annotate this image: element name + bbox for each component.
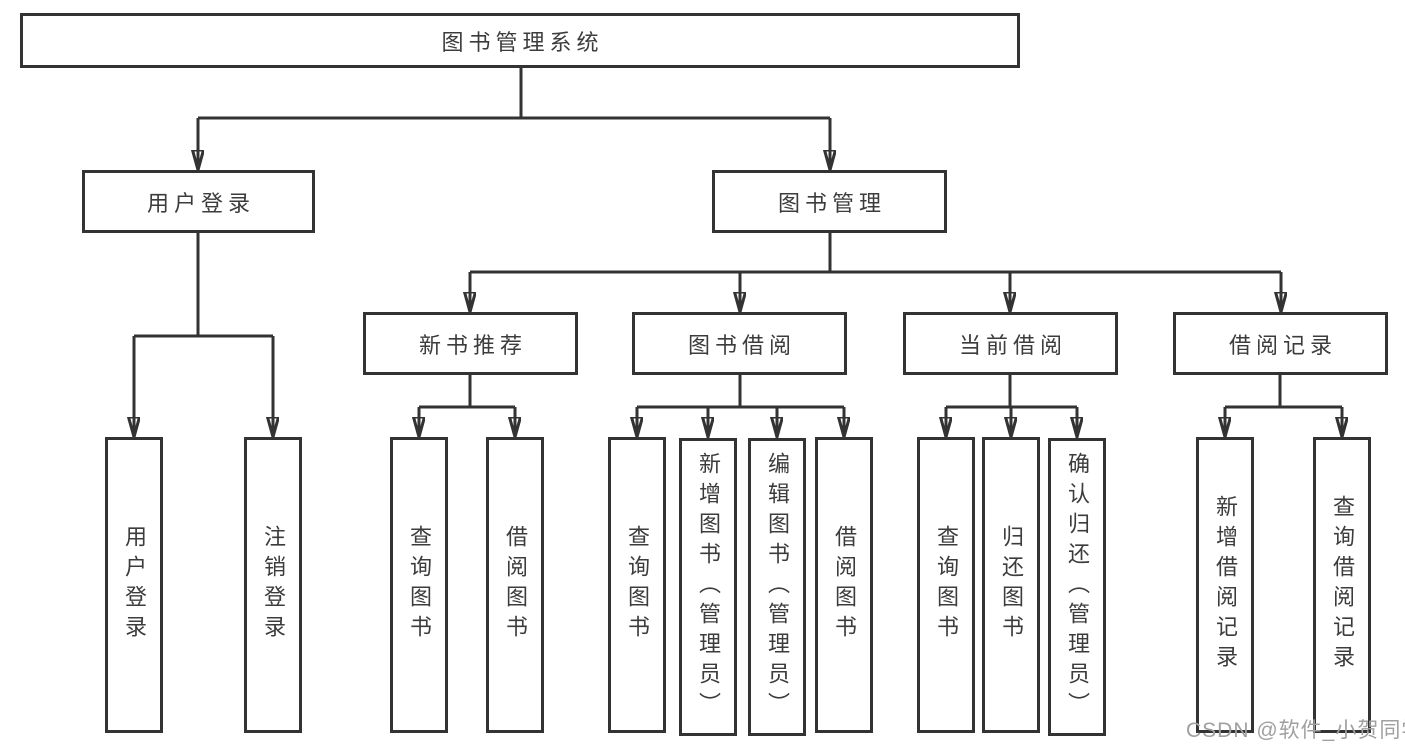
node-root-system: 图书管理系统 (20, 13, 1020, 68)
leaf-current-query-books: 查询图书 (917, 437, 975, 733)
node-new-book-recommend: 新书推荐 (363, 312, 578, 375)
node-new-book-recommend-label: 新书推荐 (418, 332, 527, 358)
leaf-recommend-query-books-label: 查询图书 (407, 525, 432, 645)
connector-current-borrow-branch (946, 375, 1077, 437)
node-current-borrow-label: 当前借阅 (958, 332, 1067, 358)
leaf-borrow-query-books: 查询图书 (608, 437, 666, 733)
connector-root-to-level2 (198, 68, 830, 170)
leaf-recommend-query-books: 查询图书 (390, 437, 448, 733)
leaf-records-query-record: 查询借阅记录 (1313, 437, 1371, 733)
leaf-records-add-record-label: 新增借阅记录 (1213, 495, 1238, 675)
leaf-records-query-record-label: 查询借阅记录 (1330, 495, 1355, 675)
node-root-system-label: 图书管理系统 (441, 29, 604, 55)
leaf-current-query-books-label: 查询图书 (934, 525, 959, 645)
csdn-watermark: CSDN @软件_小贺同学 (1186, 719, 1405, 742)
node-book-borrow: 图书借阅 (632, 312, 847, 375)
connector-book-borrow-branch (637, 375, 844, 437)
leaf-current-confirm-return-admin-label: 确认归还（管理员） (1065, 452, 1090, 722)
leaf-logout: 注销登录 (244, 437, 302, 733)
connector-user-login-branch (134, 233, 273, 437)
node-book-borrow-label: 图书借阅 (687, 332, 796, 358)
leaf-records-add-record: 新增借阅记录 (1196, 437, 1254, 733)
leaf-recommend-borrow-books-label: 借阅图书 (503, 525, 528, 645)
leaf-current-return-books-label: 归还图书 (999, 525, 1024, 645)
node-borrow-records-label: 借阅记录 (1228, 332, 1337, 358)
leaf-borrow-borrow-books-label: 借阅图书 (832, 525, 857, 645)
leaf-user-login: 用户登录 (105, 437, 163, 733)
node-borrow-records: 借阅记录 (1173, 312, 1388, 375)
connector-new-book-branch (419, 375, 515, 437)
leaf-borrow-edit-books-admin-label: 编辑图书（管理员） (765, 452, 790, 722)
leaf-borrow-edit-books-admin: 编辑图书（管理员） (748, 438, 806, 736)
leaf-logout-label: 注销登录 (261, 525, 286, 645)
node-user-login: 用户登录 (82, 170, 315, 233)
leaf-borrow-add-books-admin: 新增图书（管理员） (679, 438, 737, 736)
leaf-current-confirm-return-admin: 确认归还（管理员） (1048, 438, 1106, 736)
node-current-borrow: 当前借阅 (903, 312, 1118, 375)
leaf-borrow-borrow-books: 借阅图书 (815, 437, 873, 733)
leaf-borrow-add-books-admin-label: 新增图书（管理员） (696, 452, 721, 722)
leaf-recommend-borrow-books: 借阅图书 (486, 437, 544, 733)
leaf-current-return-books: 归还图书 (982, 437, 1040, 733)
node-book-management: 图书管理 (712, 170, 947, 233)
leaf-user-login-label: 用户登录 (122, 525, 147, 645)
connector-borrow-records-branch (1225, 375, 1342, 437)
node-book-management-label: 图书管理 (777, 190, 886, 216)
leaf-borrow-query-books-label: 查询图书 (625, 525, 650, 645)
connector-book-mgmt-branch (470, 233, 1281, 312)
node-user-login-label: 用户登录 (146, 190, 255, 216)
